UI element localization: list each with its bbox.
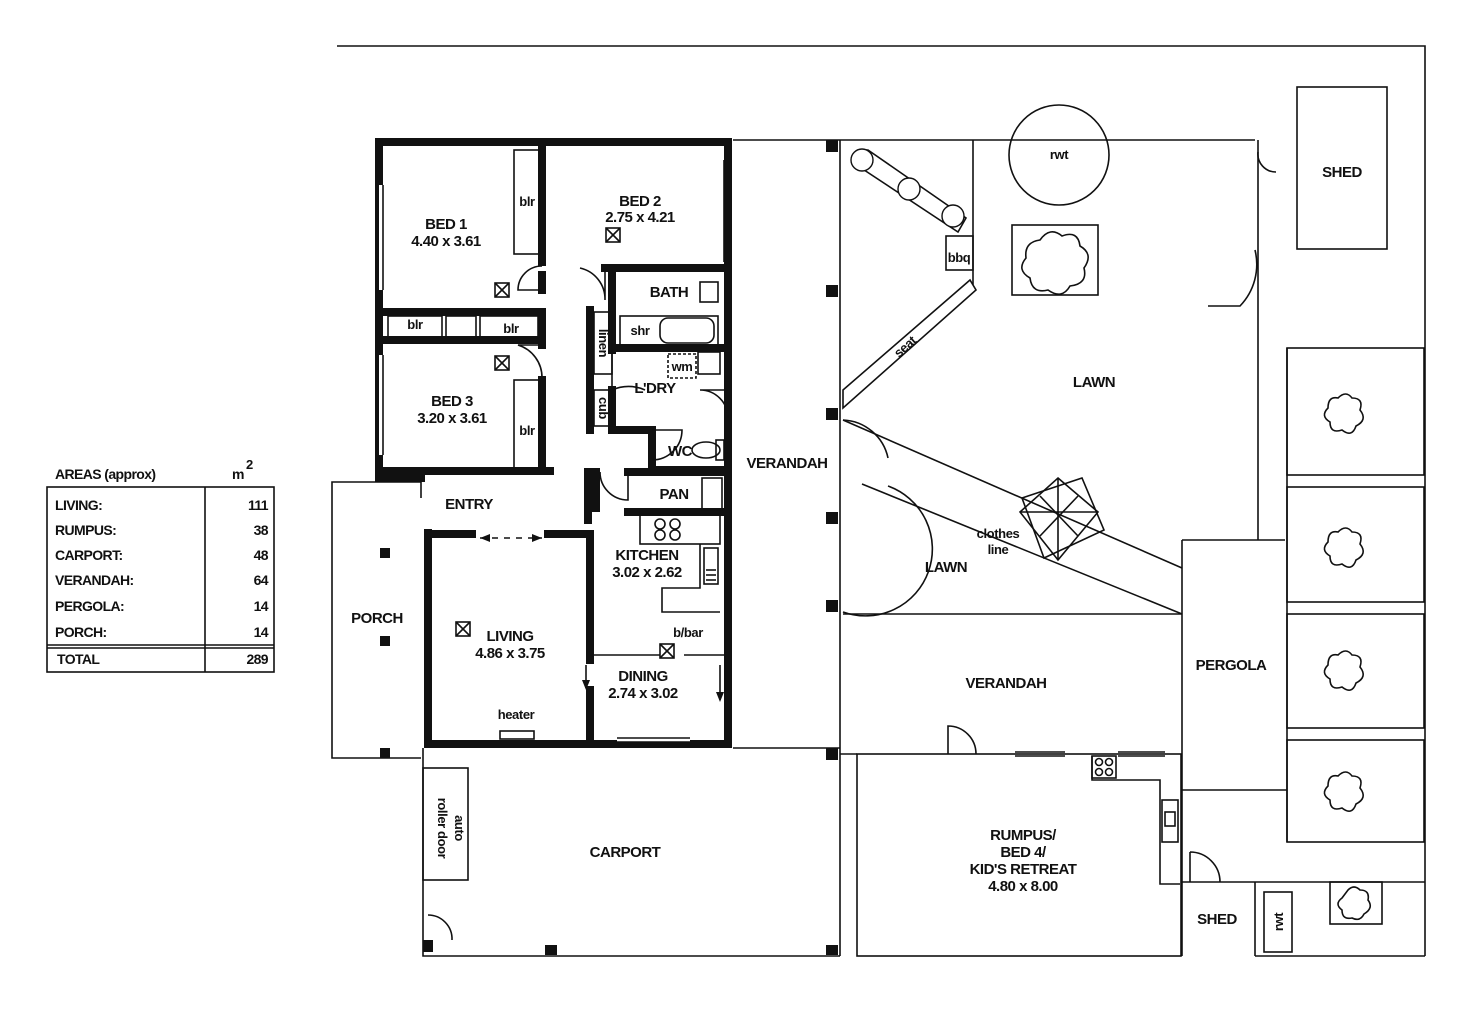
fixture-wm: wm bbox=[671, 359, 693, 374]
fixture-rwt-bottom: rwt bbox=[1271, 912, 1286, 931]
yard bbox=[840, 86, 1425, 957]
area-label: VERANDAH: bbox=[55, 572, 134, 588]
room-name-laundry: L'DRY bbox=[634, 380, 676, 397]
room-name-bath: BATH bbox=[650, 284, 689, 301]
fixture-rwt-top: rwt bbox=[1050, 147, 1069, 162]
areas-unit: m bbox=[232, 466, 244, 482]
room-labels: BED 1 4.40 x 3.61 BED 2 2.75 x 4.21 BED … bbox=[351, 164, 1363, 928]
fixture-bbq: bbq bbox=[948, 250, 971, 265]
room-name-bed2: BED 2 bbox=[619, 193, 661, 210]
area-value: 48 bbox=[254, 547, 269, 563]
areas-table: AREAS (approx) m 2 LIVING: 111 RUMPUS: 3… bbox=[46, 457, 275, 673]
house-walls bbox=[375, 138, 732, 748]
room-name-pan: PAN bbox=[659, 486, 688, 503]
fixture-shr: shr bbox=[630, 323, 649, 338]
area-value: 111 bbox=[248, 497, 269, 513]
area-total-value: 289 bbox=[246, 651, 268, 667]
area-label: RUMPUS: bbox=[55, 522, 116, 538]
area-total-label: TOTAL bbox=[57, 651, 100, 667]
room-name-lawn-top: LAWN bbox=[1073, 374, 1115, 391]
room-dims-bed1: 4.40 x 3.61 bbox=[411, 233, 481, 250]
fixture-roller-door-2: roller door bbox=[435, 798, 450, 859]
area-label: LIVING: bbox=[55, 497, 102, 513]
area-value: 14 bbox=[254, 624, 269, 640]
porch bbox=[331, 481, 421, 759]
fixture-labels: blr blr blr blr shr linen cub wm b/bar h… bbox=[407, 147, 1286, 931]
room-dims-bed2: 2.75 x 4.21 bbox=[605, 209, 675, 226]
room-name-bed3: BED 3 bbox=[431, 393, 473, 410]
fixture-seat: seat bbox=[891, 332, 920, 360]
fixtures bbox=[387, 149, 725, 740]
areas-unit-sup: 2 bbox=[246, 457, 253, 472]
room-name-living: LIVING bbox=[486, 628, 533, 645]
room-dims-dining: 2.74 x 3.02 bbox=[608, 685, 678, 702]
room-name-verandah-rear: VERANDAH bbox=[965, 675, 1046, 692]
room-name-dining: DINING bbox=[618, 668, 668, 685]
fixture-blr: blr bbox=[519, 194, 535, 209]
area-label: CARPORT: bbox=[55, 547, 123, 563]
room-dims-rumpus: 4.80 x 8.00 bbox=[988, 878, 1058, 895]
fixture-bbar: b/bar bbox=[673, 625, 703, 640]
room-name-carport: CARPORT bbox=[590, 844, 661, 861]
room-name-porch: PORCH bbox=[351, 610, 403, 627]
fixture-heater: heater bbox=[498, 707, 535, 722]
fixture-blr: blr bbox=[519, 423, 535, 438]
fixture-blr: blr bbox=[503, 321, 519, 336]
area-value: 38 bbox=[254, 522, 269, 538]
room-name-kitchen: KITCHEN bbox=[615, 547, 678, 564]
fixture-blr: blr bbox=[407, 317, 423, 332]
fixture-clothes-line-2: line bbox=[988, 542, 1009, 557]
room-dims-kitchen: 3.02 x 2.62 bbox=[612, 564, 682, 581]
tree bbox=[1323, 393, 1364, 812]
fixture-cub: cub bbox=[596, 397, 611, 419]
room-name-lawn-bottom: LAWN bbox=[925, 559, 967, 576]
room-name-shed-top: SHED bbox=[1322, 164, 1362, 181]
room-name-verandah-main: VERANDAH bbox=[746, 455, 827, 472]
fixture-roller-door: auto bbox=[452, 815, 467, 841]
area-label: PERGOLA: bbox=[55, 598, 124, 614]
site-boundary bbox=[337, 45, 1426, 957]
area-label: PORCH: bbox=[55, 624, 107, 640]
room-name-pergola: PERGOLA bbox=[1196, 657, 1267, 674]
areas-heading: AREAS (approx) bbox=[55, 466, 156, 482]
area-value: 64 bbox=[254, 572, 269, 588]
room-dims-bed3: 3.20 x 3.61 bbox=[417, 410, 487, 427]
room-name-shed-bottom: SHED bbox=[1197, 911, 1237, 928]
room-name-wc: WC bbox=[668, 443, 693, 460]
room-name-bed1: BED 1 bbox=[425, 216, 467, 233]
room-name-entry: ENTRY bbox=[445, 496, 493, 513]
room-name-kids-retreat: KID'S RETREAT bbox=[970, 861, 1077, 878]
area-value: 14 bbox=[254, 598, 269, 614]
fixture-clothes-line: clothes bbox=[977, 526, 1020, 541]
room-name-rumpus-bed4: BED 4/ bbox=[1000, 844, 1047, 861]
room-name-rumpus: RUMPUS/ bbox=[990, 827, 1057, 844]
fixture-linen: linen bbox=[596, 329, 611, 358]
room-dims-living: 4.86 x 3.75 bbox=[475, 645, 545, 662]
verandah-carport bbox=[422, 139, 1255, 957]
